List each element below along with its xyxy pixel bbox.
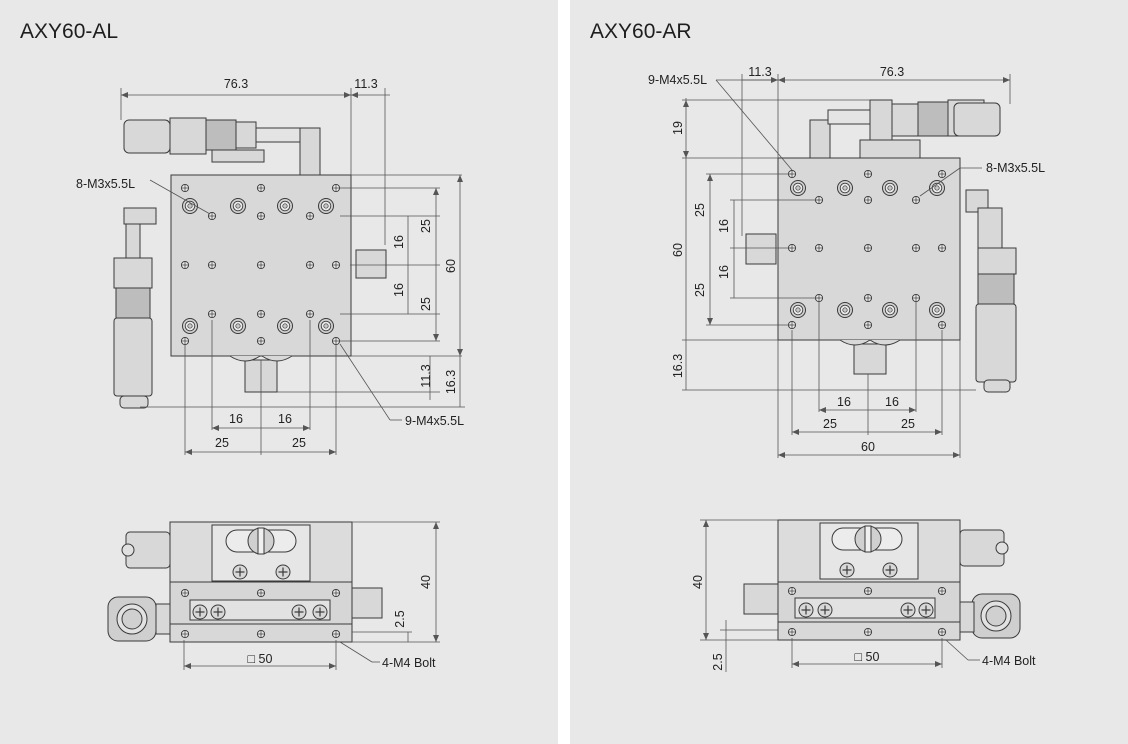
top-view bbox=[113, 117, 387, 409]
dim-v25b: 25 bbox=[693, 283, 707, 297]
dim-v19: 19 bbox=[671, 121, 685, 135]
panel-right: AXY60-AR bbox=[570, 0, 1128, 744]
lock-knob-bottom bbox=[853, 343, 887, 375]
panel-title: AXY60-AL bbox=[20, 20, 119, 43]
dim-v25a: 25 bbox=[419, 219, 433, 233]
dim-square50: □ 50 bbox=[248, 652, 273, 666]
panel-left: AXY60-AL bbox=[0, 0, 558, 744]
dim-v163: 16.3 bbox=[671, 354, 685, 378]
drawing-left: 76.3 11.3 8-M3x5.5L 9-M4x5.5L 25 16 16 2… bbox=[76, 77, 465, 670]
dim-v163: 16.3 bbox=[444, 370, 458, 394]
dim-h16b: 16 bbox=[885, 395, 899, 409]
dim-v16b: 16 bbox=[717, 265, 731, 279]
lock-knob-right bbox=[355, 249, 387, 279]
label-m3: 8-M3x5.5L bbox=[986, 161, 1045, 175]
dim-v25a: 25 bbox=[693, 203, 707, 217]
dim-square50: □ 50 bbox=[855, 650, 880, 664]
micrometer-top bbox=[809, 99, 1001, 161]
dim-h25a: 25 bbox=[823, 417, 837, 431]
dim-h25a: 25 bbox=[215, 436, 229, 450]
dim-h25b: 25 bbox=[292, 436, 306, 450]
dim-height40: 40 bbox=[691, 575, 705, 589]
panel-title: AXY60-AR bbox=[590, 20, 692, 43]
label-m4: 9-M4x5.5L bbox=[405, 414, 464, 428]
micrometer-left bbox=[113, 207, 157, 409]
dim-113: 11.3 bbox=[354, 77, 377, 91]
dim-h25b: 25 bbox=[901, 417, 915, 431]
label-bolt: 4-M4 Bolt bbox=[382, 656, 436, 670]
dim-763: 76.3 bbox=[880, 65, 904, 79]
dim-h60: 60 bbox=[861, 440, 875, 454]
micrometer-right bbox=[965, 189, 1017, 393]
dim-v25b: 25 bbox=[419, 297, 433, 311]
arrowheads bbox=[121, 92, 463, 455]
side-arrowheads bbox=[184, 522, 439, 669]
dim-v113: 11.3 bbox=[419, 364, 433, 387]
side-arrowheads bbox=[703, 520, 942, 667]
dim-113: 11.3 bbox=[748, 65, 771, 79]
arrowheads bbox=[683, 77, 1010, 458]
side-dimension-lines bbox=[700, 519, 980, 672]
lock-knob-left bbox=[745, 233, 777, 265]
dimension-lines bbox=[120, 88, 465, 455]
dim-h16b: 16 bbox=[278, 412, 292, 426]
top-view bbox=[745, 99, 1017, 393]
dim-h16a: 16 bbox=[229, 412, 243, 426]
dimension-lines bbox=[682, 74, 1011, 458]
label-m3: 8-M3x5.5L bbox=[76, 177, 135, 191]
micrometer-top bbox=[123, 117, 321, 177]
label-bolt: 4-M4 Bolt bbox=[982, 654, 1036, 668]
dim-height40: 40 bbox=[419, 575, 433, 589]
dim-763: 76.3 bbox=[224, 77, 248, 91]
dim-h16a: 16 bbox=[837, 395, 851, 409]
side-dimension-lines bbox=[183, 521, 440, 670]
dim-gap25: 2.5 bbox=[393, 610, 407, 627]
dim-v16b: 16 bbox=[392, 283, 406, 297]
dim-gap25: 2.5 bbox=[711, 653, 725, 670]
side-view bbox=[107, 521, 383, 643]
label-m4: 9-M4x5.5L bbox=[648, 73, 707, 87]
side-view bbox=[743, 519, 1021, 641]
dim-v16a: 16 bbox=[392, 235, 406, 249]
drawing-right: 9-M4x5.5L 11.3 76.3 19 8-M3x5.5L 25 16 6… bbox=[648, 65, 1045, 672]
dim-v60: 60 bbox=[671, 243, 685, 257]
dim-v60: 60 bbox=[444, 259, 458, 273]
dim-v16a: 16 bbox=[717, 219, 731, 233]
